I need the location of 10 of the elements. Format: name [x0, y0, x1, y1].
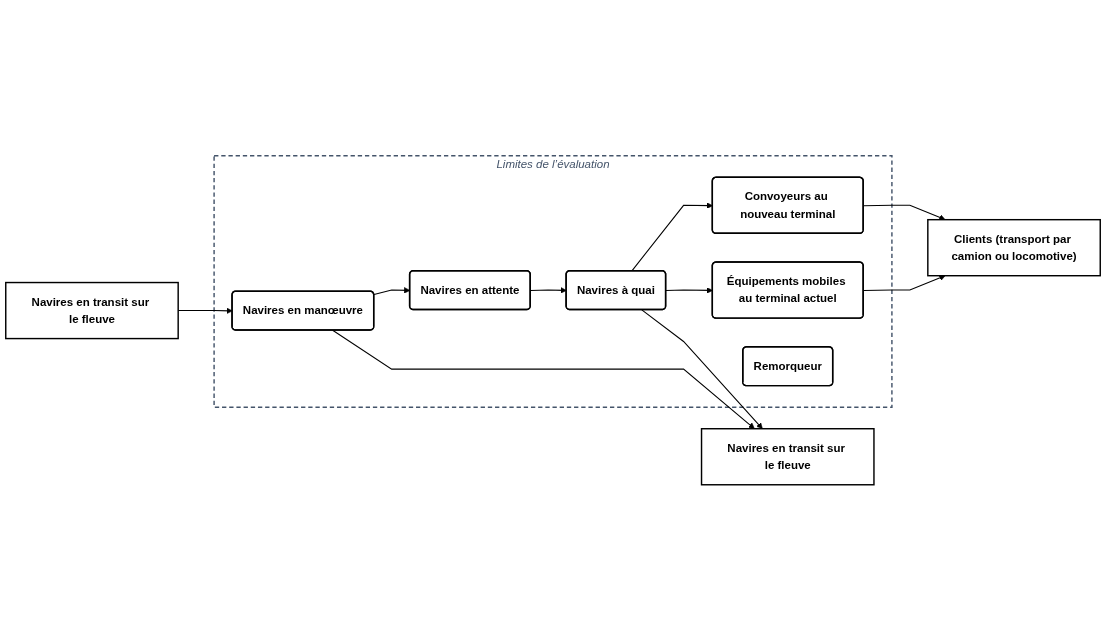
arrow	[863, 205, 946, 221]
arrow	[631, 202, 713, 272]
arrow	[665, 287, 713, 294]
node-box: Navires en transit sur le fleuve	[5, 282, 179, 340]
arrow	[530, 287, 567, 294]
node-box: Navires en transit sur le fleuve	[700, 428, 875, 486]
arrow	[863, 275, 946, 292]
arrow	[641, 309, 763, 430]
node-box: Clients (transport par camion ou locomotive)	[927, 219, 1101, 277]
arrow	[332, 330, 755, 430]
